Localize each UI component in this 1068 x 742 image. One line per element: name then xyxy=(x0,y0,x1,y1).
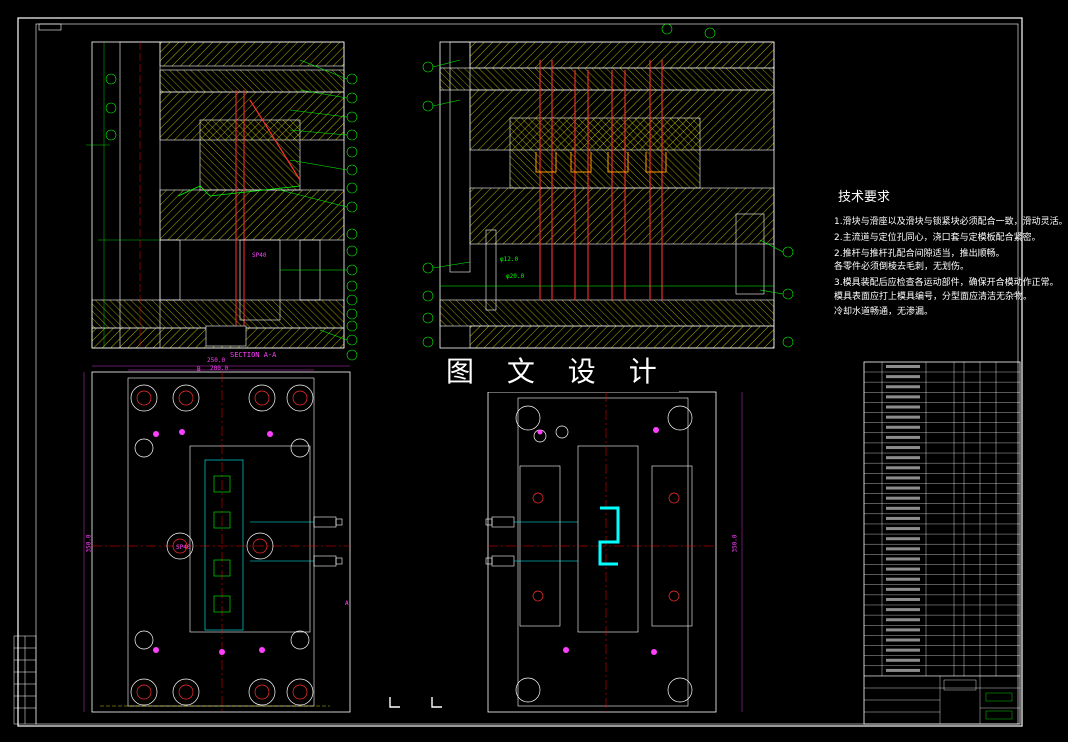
margin-table xyxy=(13,635,37,725)
dim-phi12: φ12.0 xyxy=(500,256,519,263)
bom-row-text xyxy=(886,415,920,419)
bom-row-text xyxy=(886,435,920,439)
bom-row-text xyxy=(886,648,920,652)
bom-row-text xyxy=(886,395,920,399)
bom-row-text xyxy=(886,496,920,500)
section-view-left xyxy=(86,41,345,349)
section-arrow-b: B xyxy=(197,366,201,373)
section-label: SECTION A-A xyxy=(230,351,277,359)
bom-row-text xyxy=(886,557,920,561)
bom-row-text xyxy=(886,537,920,541)
bom-row-text xyxy=(886,547,920,551)
dim-250: 250.0 xyxy=(207,357,226,364)
bom-row-text xyxy=(886,446,920,450)
bom-row-text xyxy=(886,385,920,389)
bom-row-text xyxy=(886,516,920,520)
bom-row-text xyxy=(886,577,920,581)
section-arrow-a: A xyxy=(345,600,349,607)
bom-row-text xyxy=(886,658,920,662)
bom-row-text xyxy=(886,638,920,642)
bom-row-text xyxy=(886,506,920,510)
bom-row-text xyxy=(886,425,920,429)
bom-row-text xyxy=(886,618,920,622)
tech-line-6: 模具表面应打上模具编号，分型面应清洁无杂物。 xyxy=(834,292,1033,302)
bom-row-text xyxy=(886,466,920,470)
bom-row-text xyxy=(886,365,920,368)
bom-row-text xyxy=(886,668,920,672)
bom-row-text xyxy=(886,597,920,601)
tech-line-5: 3.模具装配后应检查各运动部件，确保开合模动作正常。 xyxy=(834,278,1059,288)
balloons-right xyxy=(422,23,794,348)
tech-line-4: 各零件必须倒棱去毛刺，无划伤。 xyxy=(834,262,970,272)
bom-row-text xyxy=(886,476,920,480)
bom-rows xyxy=(864,365,1020,677)
dim-200: 200.0 xyxy=(210,365,229,372)
plan-view-left xyxy=(83,365,351,713)
corner-marks xyxy=(389,697,442,708)
dim-phi20: φ20.0 xyxy=(506,273,525,280)
bom-row-text xyxy=(886,375,920,379)
plan-view-right xyxy=(485,391,743,713)
section-view-right xyxy=(439,41,775,349)
bom-row-text xyxy=(886,608,920,612)
dim-side-right-350: 350.0 xyxy=(731,534,739,553)
tech-line-1: 1.滑块与滑座以及滑块与锁紧块必须配合一致，滑动灵活。 xyxy=(834,217,1068,227)
bom-row-text xyxy=(886,587,920,591)
bom-row-text xyxy=(886,567,920,571)
watermark-banner: 图 文 设 计 xyxy=(436,352,679,392)
sp-label-a: SP40 xyxy=(252,252,267,259)
bom-row-text xyxy=(886,628,920,632)
tech-line-3: 2.推杆与推杆孔配合间隙适当，推出顺畅。 xyxy=(834,249,1005,259)
drawing-frame xyxy=(17,17,1023,727)
drawing-canvas xyxy=(13,17,1023,727)
sp-label-b: SP40 xyxy=(176,544,191,551)
bom-row-text xyxy=(886,486,920,490)
tech-requirements-title: 技术要求 xyxy=(838,190,891,205)
bom-row-text xyxy=(886,405,920,409)
tech-line-7: 冷却水道畅通，无渗漏。 xyxy=(834,307,934,317)
balloons-left xyxy=(105,59,358,361)
dim-side-350: 350.0 xyxy=(85,534,93,553)
tech-line-2: 2.主流道与定位孔同心，浇口套与定模板配合紧密。 xyxy=(834,233,1041,243)
bom-row-text xyxy=(886,456,920,460)
bom-row-text xyxy=(886,527,920,531)
